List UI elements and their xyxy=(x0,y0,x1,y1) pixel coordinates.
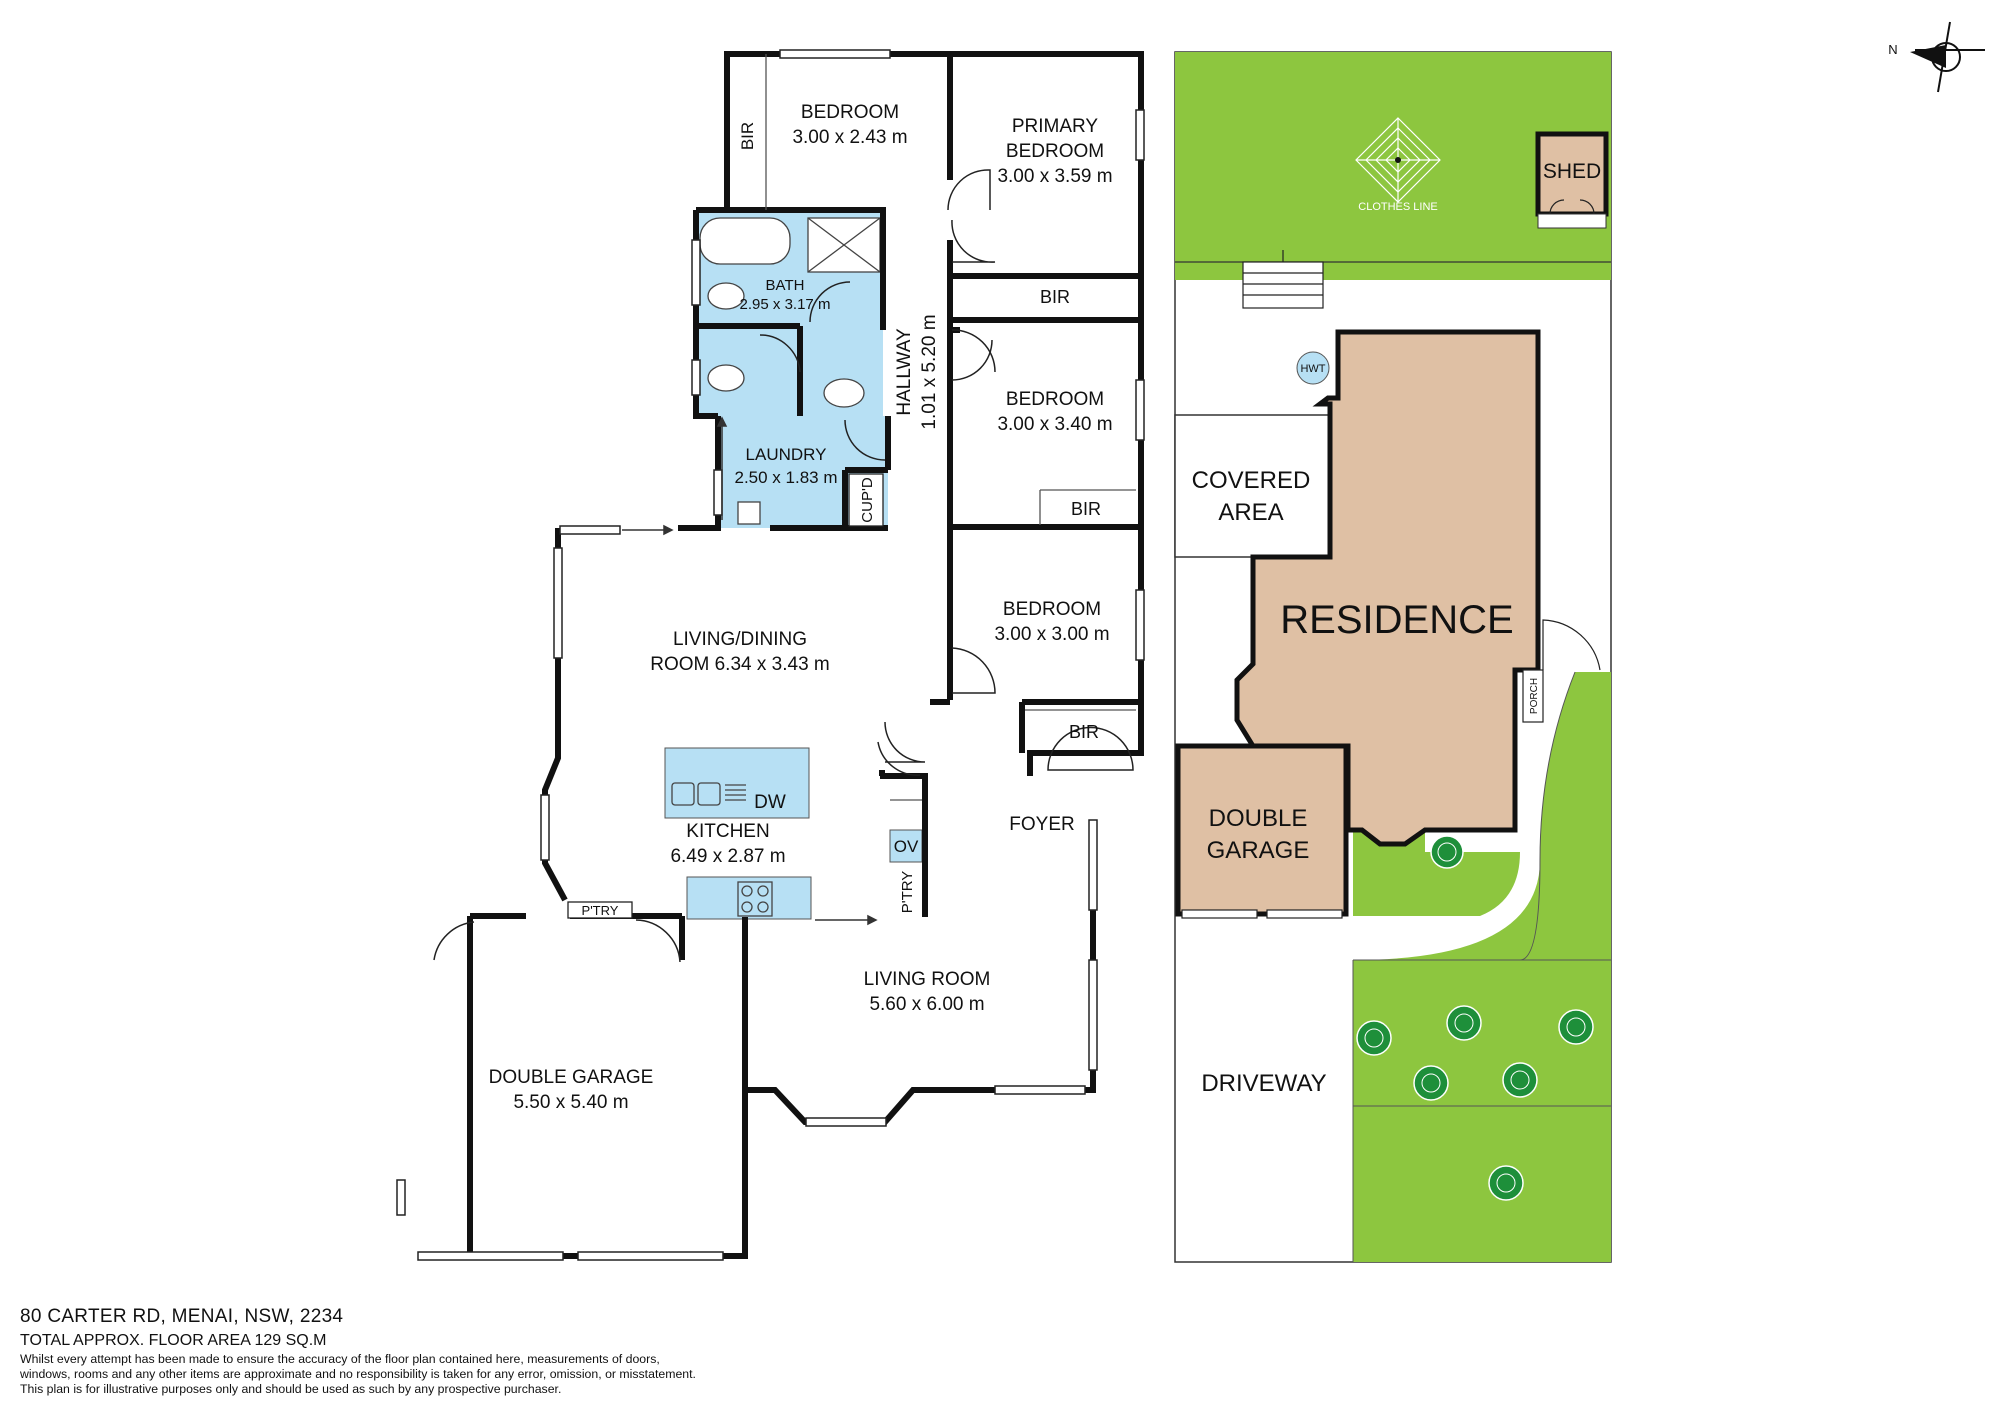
tree-icon xyxy=(1446,1005,1482,1041)
shed-label: SHED xyxy=(1543,160,1601,183)
porch xyxy=(1522,669,1544,723)
hwt-label: HWT xyxy=(1300,363,1325,375)
back-steps xyxy=(1242,250,1324,309)
bath-fixtures xyxy=(699,217,881,525)
double-garage-dims: 5.50 x 5.40 m xyxy=(513,1092,628,1113)
bath-label: BATH xyxy=(766,277,805,294)
bedroom-low-bir: BIR xyxy=(1069,722,1099,742)
compass-north-label: N xyxy=(1888,42,1897,57)
double-garage-label: DOUBLE GARAGE xyxy=(489,1067,654,1088)
hallway-label: HALLWAY xyxy=(894,328,915,416)
kitchen-label: KITCHEN xyxy=(686,821,769,842)
living-dining-label: LIVING/DINING xyxy=(673,629,807,650)
tree-icon xyxy=(1488,1165,1524,1201)
disclaimer-line: windows, rooms and any other items are a… xyxy=(20,1367,696,1381)
hwt-icon xyxy=(1296,351,1330,385)
porch-label: PORCH xyxy=(1529,678,1540,714)
compass-icon xyxy=(1910,21,1985,93)
bedroom-mid-label: BEDROOM xyxy=(1006,389,1104,410)
pantry-label-horizontal: P'TRY xyxy=(582,903,619,918)
property-plan: BEDROOM 3.00 x 2.43 m BIR PRIMARY BEDROO… xyxy=(396,21,1985,1263)
bedroom-mid-dims: 3.00 x 3.40 m xyxy=(997,414,1112,435)
floor-area: TOTAL APPROX. FLOOR AREA 129 SQ.M xyxy=(20,1332,327,1349)
cupboard-label: CUP'D xyxy=(859,477,876,523)
driveway-label: DRIVEWAY xyxy=(1201,1070,1326,1097)
covered-area xyxy=(1174,414,1331,558)
clothes-line-label: CLOTHES LINE xyxy=(1358,201,1437,213)
kitchen-bench xyxy=(686,876,812,920)
windows xyxy=(396,49,1145,1261)
cupboard-box xyxy=(848,473,884,527)
trees xyxy=(1356,835,1594,1201)
oven-label: OV xyxy=(894,837,919,856)
pantry-box xyxy=(567,901,633,919)
living-dining-dims: ROOM 6.34 x 3.43 m xyxy=(650,654,830,675)
front-lawn-strip xyxy=(1353,830,1520,916)
property-address: 80 CARTER RD, MENAI, NSW, 2234 xyxy=(20,1306,344,1327)
pantry-label-vertical: P'TRY xyxy=(899,871,916,914)
laundry-label: LAUNDRY xyxy=(746,445,827,464)
laundry-dims: 2.50 x 1.83 m xyxy=(734,468,837,487)
garage-building xyxy=(1175,743,1349,917)
bedroom-top-label: BEDROOM xyxy=(801,102,899,123)
living-room-dims: 5.60 x 6.00 m xyxy=(869,994,984,1015)
tree-icon xyxy=(1413,1065,1449,1101)
floor-plan: BEDROOM 3.00 x 2.43 m BIR PRIMARY BEDROO… xyxy=(396,49,1145,1261)
bedroom-mid-bir: BIR xyxy=(1071,499,1101,519)
hallway-dims: 1.01 x 5.20 m xyxy=(919,314,940,429)
site-plan: CLOTHES LINE SHED HWT COVERED AREA RESID… xyxy=(1174,51,1612,1263)
primary-bedroom-label-2: BEDROOM xyxy=(1006,141,1104,162)
tree-icon xyxy=(1430,835,1464,869)
primary-bir-label: BIR xyxy=(1040,287,1070,307)
primary-bedroom-label: PRIMARY xyxy=(1012,116,1099,137)
disclaimer-line: This plan is for illustrative purposes o… xyxy=(20,1382,562,1396)
tree-icon xyxy=(1558,1009,1594,1045)
shed xyxy=(1535,131,1609,217)
bedroom-low-label: BEDROOM xyxy=(1003,599,1101,620)
living-room-label: LIVING ROOM xyxy=(864,969,991,990)
covered-area-label-2: AREA xyxy=(1218,499,1283,526)
tree-icon xyxy=(1356,1020,1392,1056)
garage-label-1: DOUBLE xyxy=(1209,805,1308,832)
dishwasher-label: DW xyxy=(754,792,786,813)
primary-bedroom-dims: 3.00 x 3.59 m xyxy=(997,166,1112,187)
bedroom-low-dims: 3.00 x 3.00 m xyxy=(994,624,1109,645)
cooktop-icon xyxy=(737,881,773,917)
disclaimer-line: Whilst every attempt has been made to en… xyxy=(20,1352,660,1366)
floor-labels: BEDROOM 3.00 x 2.43 m BIR PRIMARY BEDROO… xyxy=(489,102,1113,1113)
covered-area-label-1: COVERED xyxy=(1192,467,1311,494)
bir-top-label: BIR xyxy=(738,122,757,150)
kitchen-dims: 6.49 x 2.87 m xyxy=(670,846,785,867)
door-arrows xyxy=(622,416,878,926)
bath-dims: 2.95 x 3.17 m xyxy=(740,296,831,313)
sink-icon xyxy=(671,782,746,806)
bedroom-top-dims: 3.00 x 2.43 m xyxy=(792,127,907,148)
residence-label: RESIDENCE xyxy=(1280,598,1513,642)
clothes-line-icon xyxy=(1355,117,1441,203)
garage-label-2: GARAGE xyxy=(1207,837,1310,864)
foyer-label: FOYER xyxy=(1009,814,1074,835)
tree-icon xyxy=(1502,1062,1538,1098)
doors xyxy=(433,169,1134,963)
internal-lines xyxy=(765,54,1136,801)
side-lawn xyxy=(1353,672,1611,1262)
disclaimer: Whilst every attempt has been made to en… xyxy=(20,1352,696,1397)
plan-footer: 80 CARTER RD, MENAI, NSW, 2234 TOTAL APP… xyxy=(20,1306,696,1397)
